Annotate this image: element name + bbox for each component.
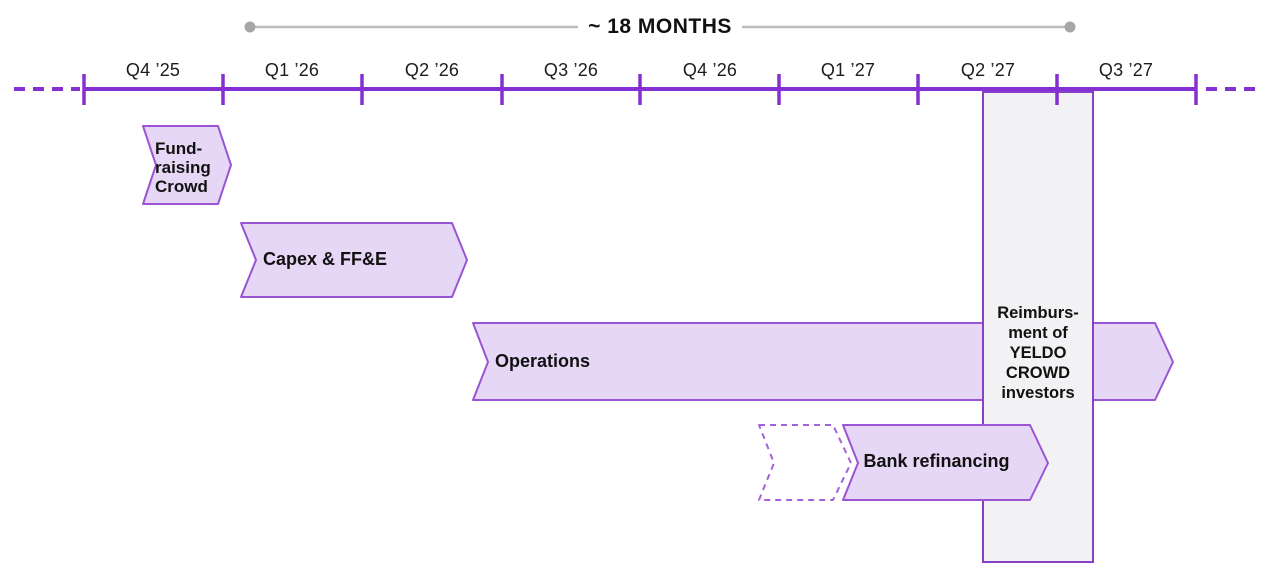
- quarter-label-q3-27: Q3 ’27: [1098, 60, 1154, 80]
- bracket-right-dot: [1064, 21, 1076, 33]
- quarter-label-q3-26: Q3 ’26: [543, 60, 599, 80]
- quarter-label-q2-27: Q2 ’27: [960, 60, 1016, 80]
- fundraising-label-line-1: Fund-: [155, 139, 203, 158]
- reimbursement-label-line-1: Reimburs-: [997, 304, 1079, 322]
- bank-refinancing-bar-shape: [842, 424, 1049, 501]
- duration-label: ~ 18 MONTHS: [578, 15, 742, 39]
- quarter-label-q1-27: Q1 ’27: [820, 60, 876, 80]
- reimbursement-label-line-3: YELDO: [1009, 344, 1067, 362]
- fundraising-label-line-3: Crowd: [155, 177, 208, 196]
- reimbursement-label-line-5: investors: [1001, 384, 1075, 402]
- reimbursement-box-label: Reimburs- ment of YELDO CROWD investors: [983, 303, 1093, 403]
- fundraising-bar-label: Fund- raising Crowd: [155, 139, 225, 196]
- quarter-label-q2-26: Q2 ’26: [404, 60, 460, 80]
- bank-refinancing-dashed-shape: [758, 424, 852, 501]
- reimbursement-label-line-2: ment of: [1008, 324, 1068, 342]
- capex-bar-shape: [240, 222, 468, 298]
- reimbursement-label-line-4: CROWD: [1005, 364, 1071, 382]
- quarter-label-q4-26: Q4 ’26: [682, 60, 738, 80]
- bank-refinancing-bar-label: Bank refinancing: [863, 451, 1010, 471]
- quarter-label-q1-26: Q1 ’26: [264, 60, 320, 80]
- bracket-left-dot: [244, 21, 256, 33]
- operations-bar-label: Operations: [495, 351, 591, 371]
- capex-bar-label: Capex & FF&E: [263, 249, 388, 269]
- fundraising-bar-shape: [142, 125, 232, 205]
- quarter-label-q4-25: Q4 ’25: [125, 60, 181, 80]
- fundraising-label-line-2: raising: [155, 158, 211, 177]
